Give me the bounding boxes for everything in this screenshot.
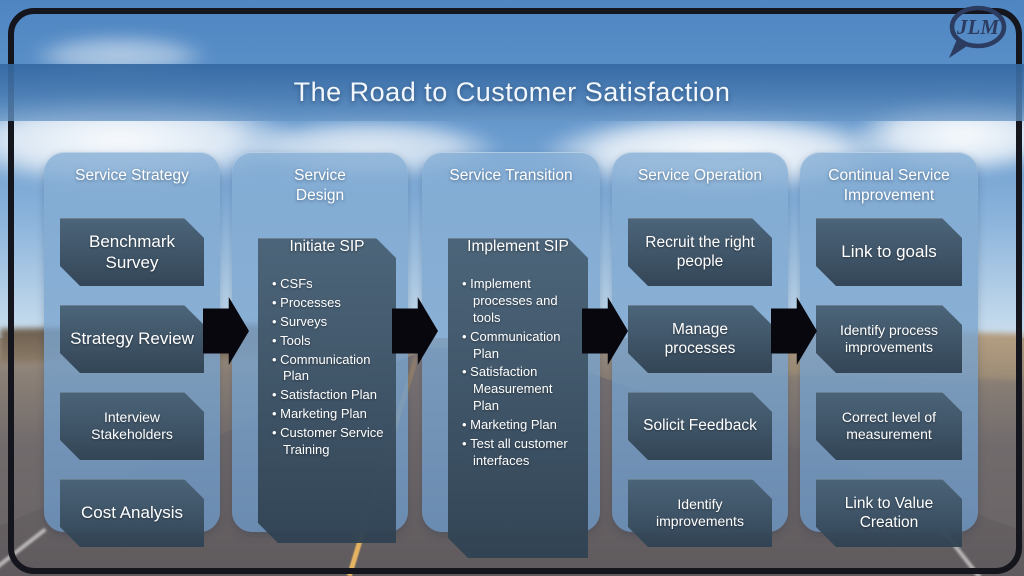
column-header-label: Service Strategy: [75, 167, 189, 184]
bullet-item: Marketing Plan: [462, 417, 578, 434]
stage-box: Recruit the right people: [628, 218, 772, 286]
stage-box-list: Benchmark Survey Strategy Review Intervi…: [44, 214, 220, 547]
bullet-item: Customer Service Training: [272, 425, 386, 459]
bullet-item: Processes: [272, 295, 386, 312]
sip-bullet-list: CSFs Processes Surveys Tools Communicati…: [268, 276, 386, 459]
lifecycle-column-service-transition: Service Transition Implement SIP Impleme…: [422, 152, 600, 532]
slide-title: The Road to Customer Satisfaction: [293, 77, 731, 107]
stage-box: Solicit Feedback: [628, 392, 772, 460]
lifecycle-column-service-design: Service Design Initiate SIP CSFs Process…: [232, 152, 408, 532]
stage-box: Interview Stakeholders: [60, 392, 204, 460]
stage-box: Identify improvements: [628, 479, 772, 547]
bullet-item: Surveys: [272, 314, 386, 331]
column-header: Service Operation: [612, 152, 788, 214]
bullet-item: Test all customer interfaces: [462, 436, 578, 470]
column-header-label: Service Design: [294, 167, 346, 205]
stage-box: Link to goals: [816, 218, 962, 286]
column-header: Service Design: [232, 152, 408, 214]
lifecycle-column-service-operation: Service Operation Recruit the right peop…: [612, 152, 788, 532]
column-header: Service Strategy: [44, 152, 220, 214]
lifecycle-column-service-strategy: Service Strategy Benchmark Survey Strate…: [44, 152, 220, 532]
bullet-item: Implement processes and tools: [462, 276, 578, 327]
column-header-label: Service Operation: [637, 167, 763, 184]
stage-box: Link to Value Creation: [816, 479, 962, 547]
bullet-item: Communication Plan: [272, 352, 386, 386]
stage-box-list: Recruit the right people Manage processe…: [612, 214, 788, 547]
stage-box: Correct level of measurement: [816, 392, 962, 460]
bullet-item: Satisfaction Measurement Plan: [462, 364, 578, 415]
bullet-item: Marketing Plan: [272, 406, 386, 423]
bullet-item: Communication Plan: [462, 329, 578, 363]
column-header: Service Transition: [422, 152, 600, 214]
sip-panel: Initiate SIP CSFs Processes Surveys Tool…: [258, 238, 396, 543]
column-header: Continual Service Improvement: [800, 152, 978, 214]
bullet-item: Satisfaction Plan: [272, 387, 386, 404]
logo: JLM: [942, 4, 1010, 62]
bullet-item: Tools: [272, 333, 386, 350]
stage-box: Manage processes: [628, 305, 772, 373]
stage-box: Cost Analysis: [60, 479, 204, 547]
speech-bubble-icon: JLM: [949, 5, 1007, 58]
column-header-label: Continual Service Improvement: [828, 167, 950, 205]
title-band: The Road to Customer Satisfaction: [0, 64, 1024, 121]
sip-bullet-list: Implement processes and tools Communicat…: [458, 276, 578, 470]
logo-text: JLM: [956, 15, 1000, 39]
sip-panel: Implement SIP Implement processes and to…: [448, 238, 588, 558]
sip-heading: Initiate SIP: [289, 238, 365, 255]
sip-heading: Implement SIP: [467, 238, 569, 255]
stage-box: Strategy Review: [60, 305, 204, 373]
lifecycle-column-continual-service-improvement: Continual Service Improvement Link to go…: [800, 152, 978, 532]
column-header-label: Service Transition: [449, 167, 573, 184]
stage-box: Benchmark Survey: [60, 218, 204, 286]
stage-box: Identify process improvements: [816, 305, 962, 373]
bullet-item: CSFs: [272, 276, 386, 293]
stage-box-list: Link to goals Identify process improveme…: [800, 214, 978, 547]
